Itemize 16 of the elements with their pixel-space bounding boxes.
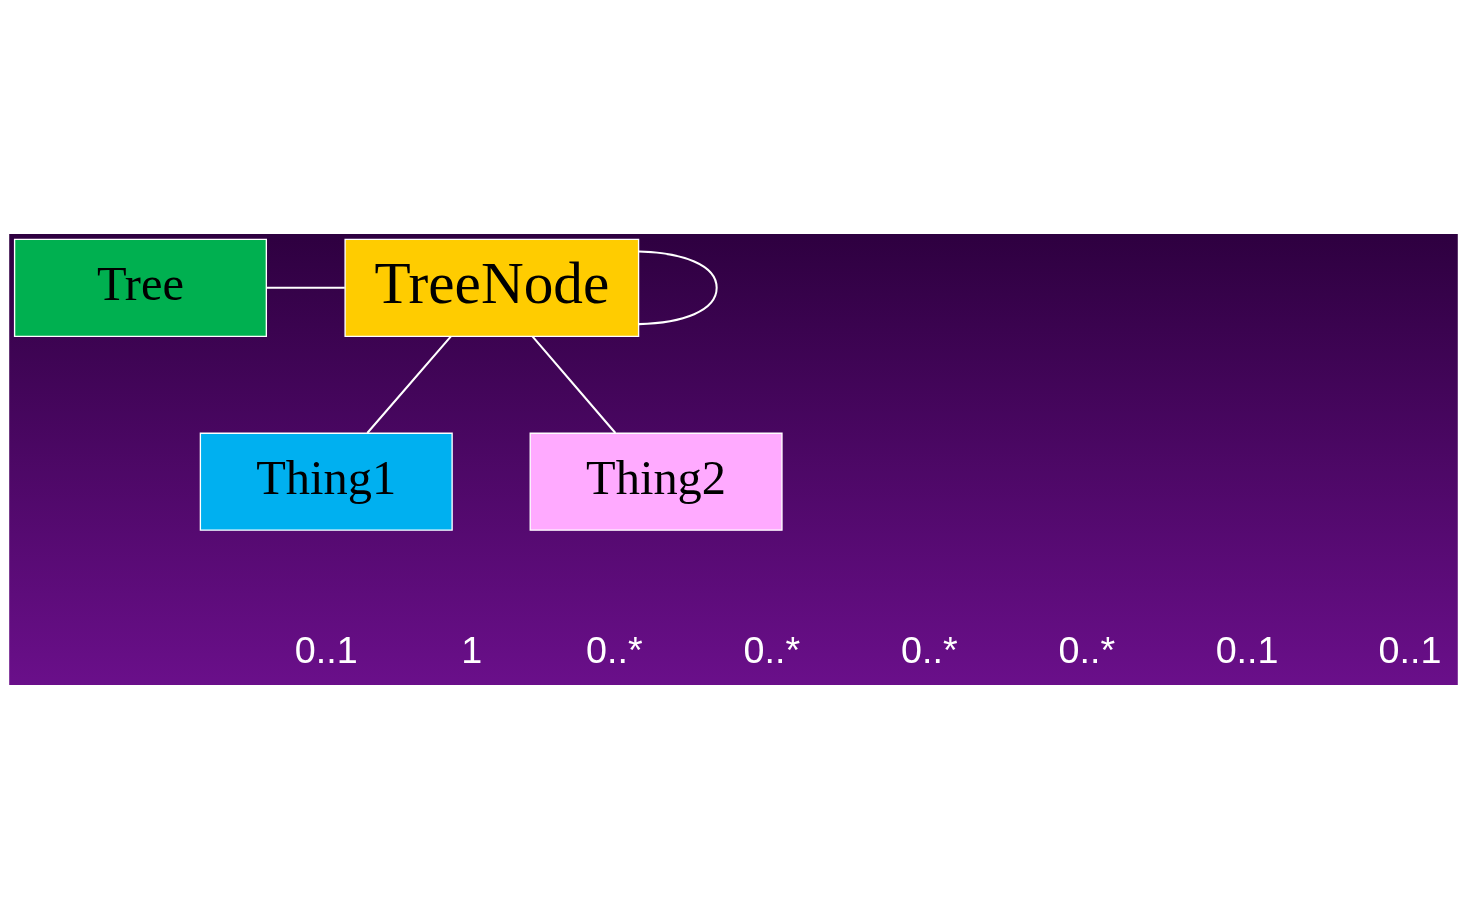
- connector: [366, 335, 452, 434]
- label: 0..1: [1378, 628, 1442, 671]
- label: 0..*: [743, 628, 801, 671]
- label: 0..1: [294, 628, 358, 671]
- connector: [266, 286, 345, 289]
- connector: [531, 335, 617, 434]
- label: 0..*: [586, 628, 643, 671]
- connector: [638, 250, 718, 326]
- node-box: TreeNode: [344, 238, 640, 337]
- node-box: Thing1: [199, 432, 453, 531]
- label: 0..1: [1215, 628, 1279, 671]
- label: 0..*: [1058, 628, 1116, 671]
- node-box: Tree: [13, 238, 267, 337]
- label: 1: [461, 628, 483, 671]
- label: 0..*: [901, 628, 958, 671]
- node-box: Thing2: [529, 432, 783, 531]
